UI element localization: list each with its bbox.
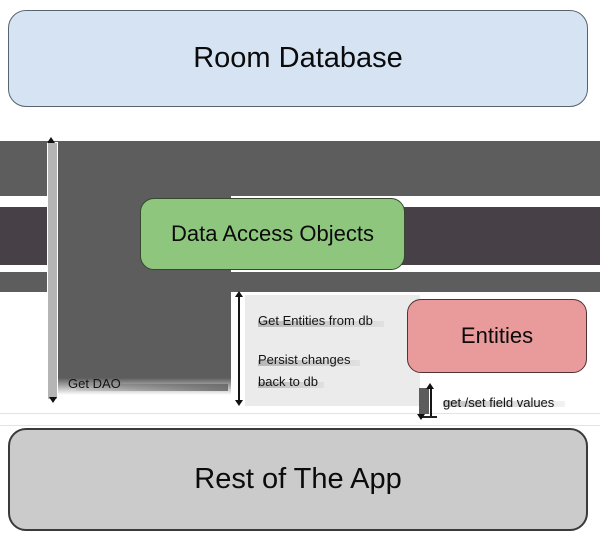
get-set-arrow-tail [421, 416, 437, 418]
rest-of-the-app-label: Rest of The App [194, 463, 402, 495]
entities-arrow-line [238, 295, 240, 401]
room-database-box: Room Database [8, 10, 588, 107]
entities-label: Entities [460, 323, 534, 348]
persist-changes-label: Persist changes back to db [258, 352, 351, 389]
label-streak [258, 321, 384, 327]
room-database-label: Room Database [193, 42, 403, 74]
get-dao-arrow-shaft [48, 143, 57, 399]
get-set-arrow-line [430, 387, 432, 416]
data-access-objects-label: Data Access Objects [171, 221, 374, 246]
get-dao-label: Get DAO [68, 376, 121, 391]
artifact-line [0, 425, 600, 426]
get-set-arrow-shaft [419, 388, 429, 414]
label-streak [258, 382, 324, 388]
get-entities-label: Get Entities from db [258, 313, 373, 328]
artifact-line [0, 413, 600, 414]
arrow-head-down-icon [235, 400, 243, 406]
arrow-head-down-icon [49, 397, 57, 403]
data-access-objects-box: Data Access Objects [140, 198, 405, 270]
arrow-head-down-icon [417, 414, 425, 420]
label-streak [258, 360, 360, 366]
label-streak [76, 384, 228, 391]
entities-box: Entities [407, 299, 587, 373]
arrow-head-up-icon [426, 383, 434, 389]
arrow-head-up-icon [235, 291, 243, 297]
label-streak [443, 401, 565, 407]
rest-of-the-app-box: Rest of The App [8, 428, 588, 531]
arrow-head-up-icon [47, 137, 55, 143]
get-set-field-values-label: get /set field values [443, 395, 555, 410]
labels-panel [245, 295, 420, 406]
